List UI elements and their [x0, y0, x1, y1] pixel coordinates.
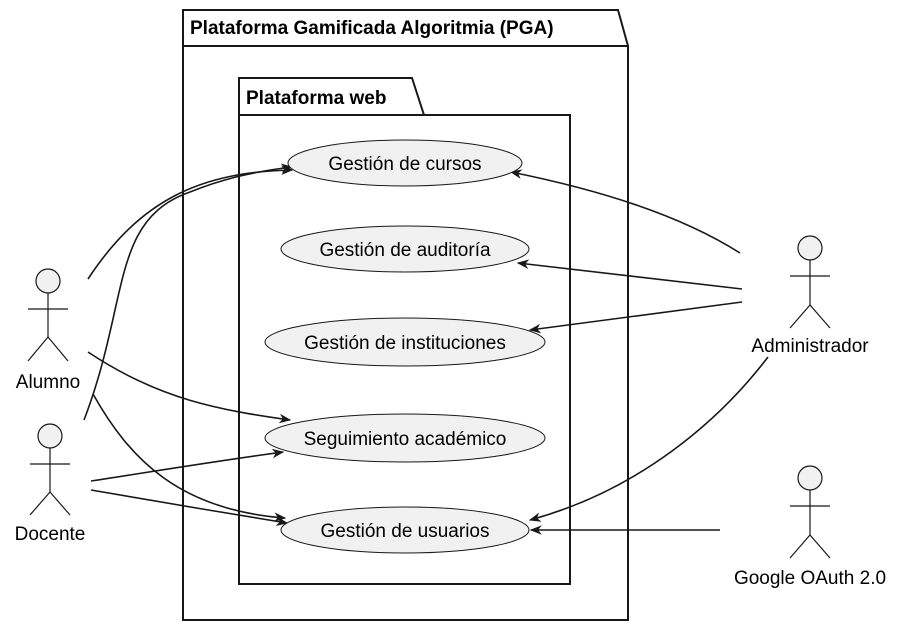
actor-docente-icon — [29, 423, 71, 516]
use-case-usuarios-ellipse — [280, 506, 530, 554]
use-case-instituciones-label: Gestión de instituciones — [304, 333, 506, 354]
actor-administrador-label: Administrador — [751, 336, 869, 357]
edge-alumno-seguimiento — [87, 351, 292, 424]
actor-alumno-label: Alumno — [16, 372, 80, 393]
use-case-auditoria: Gestión de auditoría — [280, 225, 530, 273]
use-case-seguimiento-label: Seguimiento académico — [304, 429, 507, 450]
edge-docente-cursos — [83, 163, 294, 421]
actor-docente-label: Docente — [15, 524, 86, 545]
use-case-cursos-ellipse — [287, 139, 523, 187]
package-plataforma-web-title: Plataforma web — [246, 88, 386, 109]
edge-docente-seguimiento — [90, 448, 285, 482]
use-case-cursos: Gestión de cursos — [287, 139, 523, 187]
edge-admin-auditoria — [516, 259, 743, 290]
use-case-usuarios: Gestión de usuarios — [280, 506, 530, 554]
edge-admin-cursos — [509, 169, 741, 254]
use-case-usuarios-label: Gestión de usuarios — [321, 521, 490, 542]
actor-administrador: Administrador — [751, 235, 869, 357]
edge-admin-instituciones — [528, 301, 743, 334]
edge-docente-usuarios — [90, 489, 289, 526]
use-case-cursos-label: Gestión de cursos — [328, 154, 481, 175]
actor-google-oauth: Google OAuth 2.0 — [734, 465, 886, 589]
edge-alumno-usuarios — [92, 393, 287, 522]
edge-admin-usuarios — [528, 356, 769, 522]
actor-alumno-icon — [27, 268, 69, 362]
use-case-seguimiento-ellipse — [264, 413, 546, 463]
package-pga-title: Plataforma Gamificada Algoritmia (PGA) — [190, 18, 554, 39]
use-case-instituciones: Gestión de instituciones — [264, 317, 546, 367]
actor-alumno: Alumno — [16, 268, 80, 393]
actor-google-oauth-label: Google OAuth 2.0 — [734, 568, 886, 589]
actor-docente: Docente — [15, 423, 86, 545]
use-case-auditoria-ellipse — [280, 225, 530, 273]
actor-google-oauth-icon — [789, 465, 831, 559]
actor-administrador-icon — [789, 235, 831, 329]
use-case-instituciones-ellipse — [264, 317, 546, 367]
use-case-seguimiento: Seguimiento académico — [264, 413, 546, 463]
relationships — [83, 163, 769, 535]
use-case-auditoria-label: Gestión de auditoría — [319, 240, 491, 261]
